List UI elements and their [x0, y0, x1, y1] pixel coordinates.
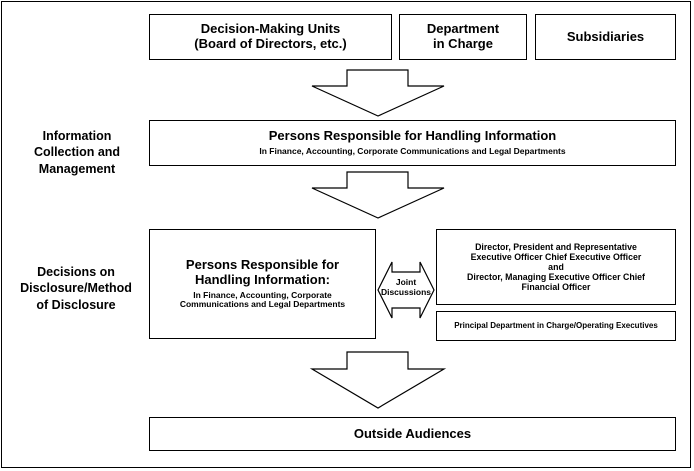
joint-discussions-line1: Joint: [395, 277, 417, 287]
outside-audiences-box: Outside Audiences: [149, 417, 676, 451]
directors-line2: Executive Officer Chief Executive Office…: [470, 251, 642, 262]
principal-department-box: Principal Department in Charge/Operating…: [436, 311, 676, 341]
outside-audiences-text: Outside Audiences: [353, 425, 472, 441]
disclosure-decisions-label: Decisions on Disclosure/Method of Disclo…: [6, 264, 146, 313]
directors-line3: and: [548, 261, 564, 272]
disclosure-decisions-line2: Disclosure/Method: [20, 281, 132, 296]
info-collection-line3: Management: [38, 161, 116, 176]
info-collection-label: Information Collection and Management: [12, 128, 142, 177]
disclosure-decisions-line3: of Disclosure: [36, 297, 116, 312]
persons-responsible-disclosure-title1: Persons Responsible for: [185, 256, 340, 272]
info-collection-line2: Collection and: [33, 145, 121, 160]
directors-box: Director, President and Representative E…: [436, 229, 676, 305]
down-arrow-1: [311, 69, 445, 117]
persons-responsible-box: Persons Responsible for Handling Informa…: [149, 120, 676, 166]
persons-responsible-subtitle: In Finance, Accounting, Corporate Commun…: [259, 146, 566, 157]
persons-responsible-disclosure-box: Persons Responsible for Handling Informa…: [149, 229, 376, 339]
persons-responsible-disclosure-sub1: In Finance, Accounting, Corporate: [193, 289, 332, 300]
subsidiaries-box: Subsidiaries: [535, 14, 676, 60]
decision-making-units-box: Decision-Making Units (Board of Director…: [149, 14, 392, 60]
department-in-charge-line2: in Charge: [433, 36, 493, 51]
department-in-charge-box: Department in Charge: [399, 14, 527, 60]
directors-line1: Director, President and Representative: [475, 241, 637, 252]
down-arrow-2: [311, 171, 445, 219]
joint-discussions-label: Joint Discussions: [380, 277, 432, 297]
directors-line5: Financial Officer: [521, 282, 591, 293]
persons-responsible-title: Persons Responsible for Handling Informa…: [268, 128, 557, 144]
info-collection-line1: Information: [42, 129, 112, 143]
persons-responsible-disclosure-title2: Handling Information:: [194, 271, 331, 287]
joint-discussions-line2: Discussions: [380, 287, 432, 298]
subsidiaries-label: Subsidiaries: [566, 28, 645, 44]
directors-line4: Director, Managing Executive Officer Chi…: [467, 272, 645, 283]
disclosure-decisions-line1: Decisions on: [37, 265, 115, 279]
principal-department-text: Principal Department in Charge/Operating…: [454, 321, 658, 331]
department-in-charge-line1: Department: [426, 21, 500, 37]
decision-making-units-line2: (Board of Directors, etc.): [194, 36, 347, 51]
down-arrow-3: [309, 351, 447, 409]
decision-making-units-line1: Decision-Making Units: [200, 21, 341, 37]
persons-responsible-disclosure-sub2: Communications and Legal Departments: [179, 299, 346, 310]
joint-discussion-double-arrow: [377, 261, 435, 319]
